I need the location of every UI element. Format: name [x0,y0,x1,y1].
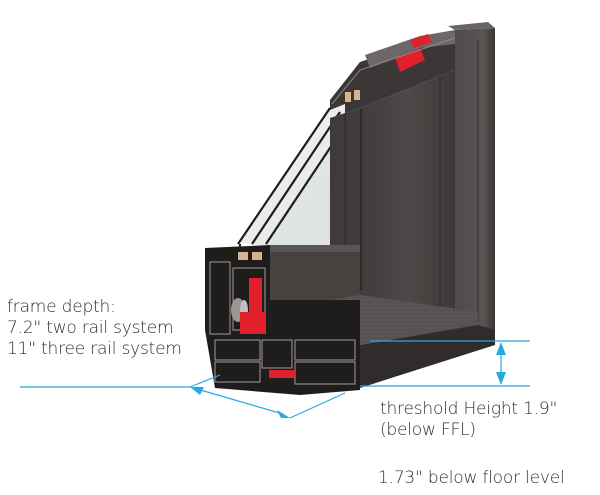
thermal-break-top-2 [410,34,432,48]
floor-level-annotation: 1.73" below floor level [378,468,565,489]
right-jamb [448,22,495,345]
thermal-break-bottom [269,370,295,378]
bottom-rail [270,245,360,310]
thermal-break-lower [240,312,266,334]
threshold-height: threshold Height 1.9" [380,399,558,419]
thermal-break-vertical [249,278,262,313]
dimension-lines [20,340,530,419]
frame-depth-two-rail: 7.2" two rail system [7,318,174,338]
triple-glazing [237,104,351,252]
thermal-break-top-1 [395,48,425,72]
frame-depth-three-rail: 11" three rail system [7,339,182,359]
bottom-profile-section [205,245,360,395]
floor-level-text: 1.73" below floor level [378,468,565,488]
top-profile-section [330,30,456,118]
threshold-note: (below FFL) [380,420,476,440]
frame-depth-annotation: frame depth: 7.2" two rail system 11" th… [7,297,182,360]
threshold-annotation: threshold Height 1.9" (below FFL) [380,399,557,441]
frame-depth-title: frame depth: [7,297,116,317]
